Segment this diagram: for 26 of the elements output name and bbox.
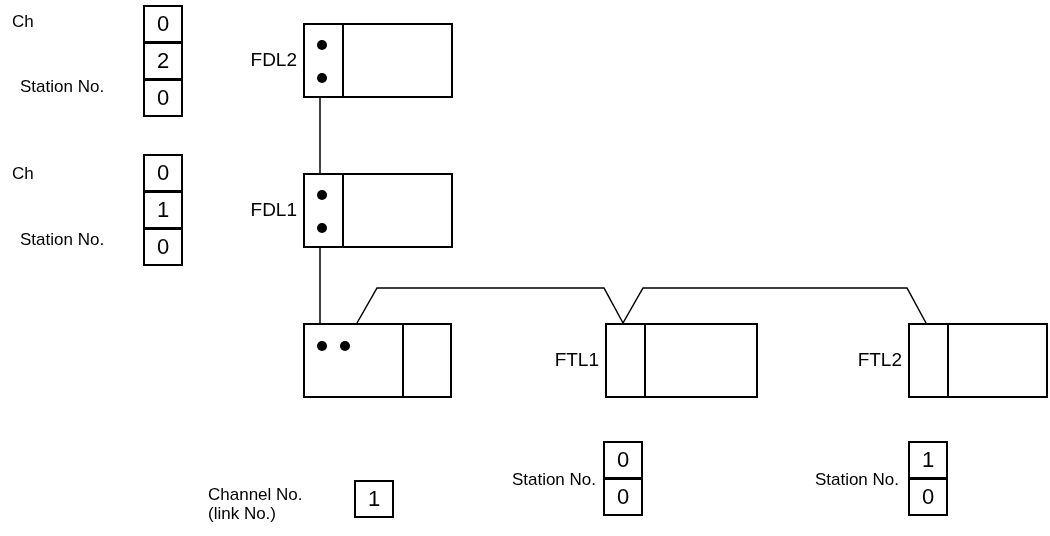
unit-label: FTL2 (857, 349, 902, 371)
link-line (356, 287, 624, 324)
number-cell: 1 (908, 441, 948, 479)
field-label: Station No. (814, 470, 899, 489)
unit-label: FDL2 (250, 49, 297, 71)
link-line (622, 287, 927, 324)
number-cell: 0 (143, 79, 183, 117)
number-cell: 0 (143, 154, 183, 192)
field-label: Station No. (20, 230, 105, 249)
number-cell: 2 (143, 42, 183, 80)
field-label: Ch (12, 12, 34, 31)
field-label: Ch (12, 164, 34, 183)
number-cell: 1 (143, 191, 183, 229)
number-cell: 0 (143, 5, 183, 43)
field-label: Station No. (511, 470, 596, 489)
number-cell: 1 (354, 480, 394, 518)
unit-label: FTL1 (554, 349, 599, 371)
number-cell: 0 (603, 441, 643, 479)
field-label: Channel No. (link No.) (208, 485, 304, 523)
number-cell: 0 (908, 478, 948, 516)
number-cell: 0 (603, 478, 643, 516)
number-cell: 0 (143, 228, 183, 266)
unit-label: FDL1 (250, 199, 297, 221)
field-label: Station No. (20, 77, 105, 96)
link-line (319, 97, 321, 174)
link-line (319, 247, 321, 324)
